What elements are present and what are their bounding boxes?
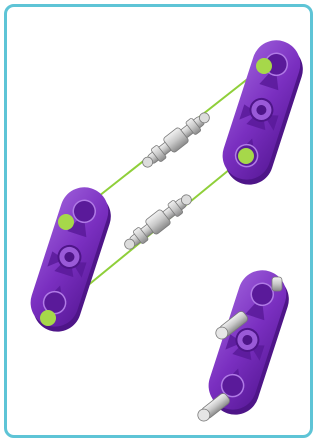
axle-highlight-left-top [58, 214, 74, 230]
rod-stub-top-right [272, 277, 282, 291]
axle-highlight-left-bottom [40, 310, 56, 326]
axle-highlight-mid [238, 148, 254, 164]
connector-left [23, 181, 118, 338]
connector-top-right [215, 34, 310, 191]
rod-lower [120, 190, 196, 255]
rod-upper [138, 108, 214, 173]
axle-highlight-top [256, 58, 272, 74]
